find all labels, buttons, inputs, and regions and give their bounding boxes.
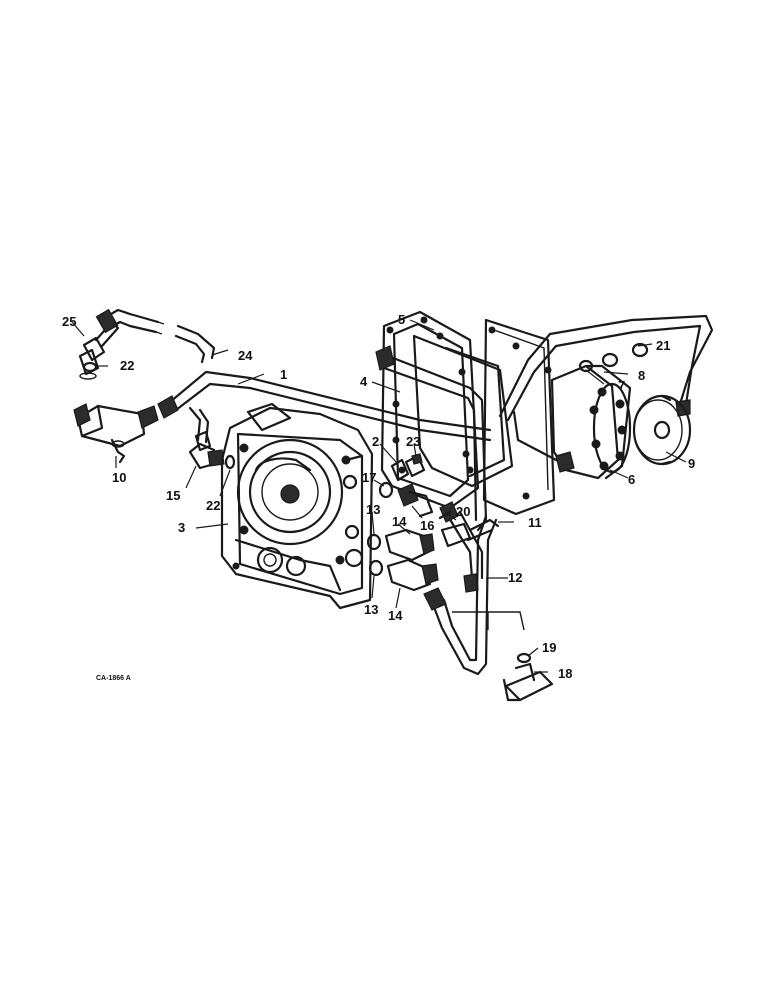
callout-15: 15 [166,488,180,503]
tube-24 [95,308,216,364]
callout-18: 18 [558,666,572,681]
tube-12 [423,514,525,676]
callout-20: 20 [456,504,470,519]
callout-1: 1 [280,367,287,382]
o-ring-13-lower [368,559,384,577]
fitting-14-upper [384,528,435,562]
callout-9: 9 [688,456,695,471]
callout-3: 3 [178,520,185,535]
o-ring-21 [631,342,649,358]
callout-10: 10 [112,470,126,485]
callout-12: 12 [508,570,522,585]
figure-code: CA-1866 A [96,675,131,682]
callout-14-upper: 14 [392,514,407,529]
tube-11 [439,501,500,593]
callout-6: 6 [628,472,635,487]
fitting-23 [404,453,426,478]
tube-20 [438,510,452,520]
callout-22-mid: 22 [206,498,220,513]
callout-2: 2 [372,434,379,449]
fitting-2 [390,458,410,482]
elbow-fitting-15 [188,430,225,470]
valve-10 [73,403,159,464]
callout-7: 7 [618,378,625,393]
o-ring-8 [601,352,619,368]
callout-8: 8 [638,368,645,383]
callout-11: 11 [528,515,542,530]
o-ring-19 [516,652,532,664]
elbow-16 [397,483,434,518]
leader-lines [71,319,687,673]
callout-labels: 1 2 3 4 5 6 7 8 9 10 11 12 13 13 14 14 1… [62,312,695,682]
callout-13-lower: 13 [364,602,378,617]
pressure-tube [375,314,714,532]
coupling-9 [632,394,692,466]
callout-25: 25 [62,314,76,329]
o-ring-17 [378,481,394,499]
callout-16: 16 [420,518,434,533]
tee-fitting-18 [502,662,554,702]
callout-13-upper: 13 [366,502,380,517]
fitting-14-lower [386,558,439,592]
callout-21: 21 [656,338,670,353]
callout-22-top: 22 [120,358,134,373]
o-ring-7 [578,359,594,373]
callout-5: 5 [398,312,405,327]
callout-17: 17 [362,470,376,485]
o-ring-22-mid [224,454,236,470]
valve-body-3 [220,402,374,610]
callout-19: 19 [542,640,556,655]
callout-24: 24 [238,348,253,363]
o-ring-22-top [82,361,98,373]
callout-4: 4 [360,374,368,389]
callout-14-lower: 14 [388,608,403,623]
o-ring-13-upper [366,533,382,551]
tube-1 [157,370,492,444]
callout-23: 23 [406,434,420,449]
